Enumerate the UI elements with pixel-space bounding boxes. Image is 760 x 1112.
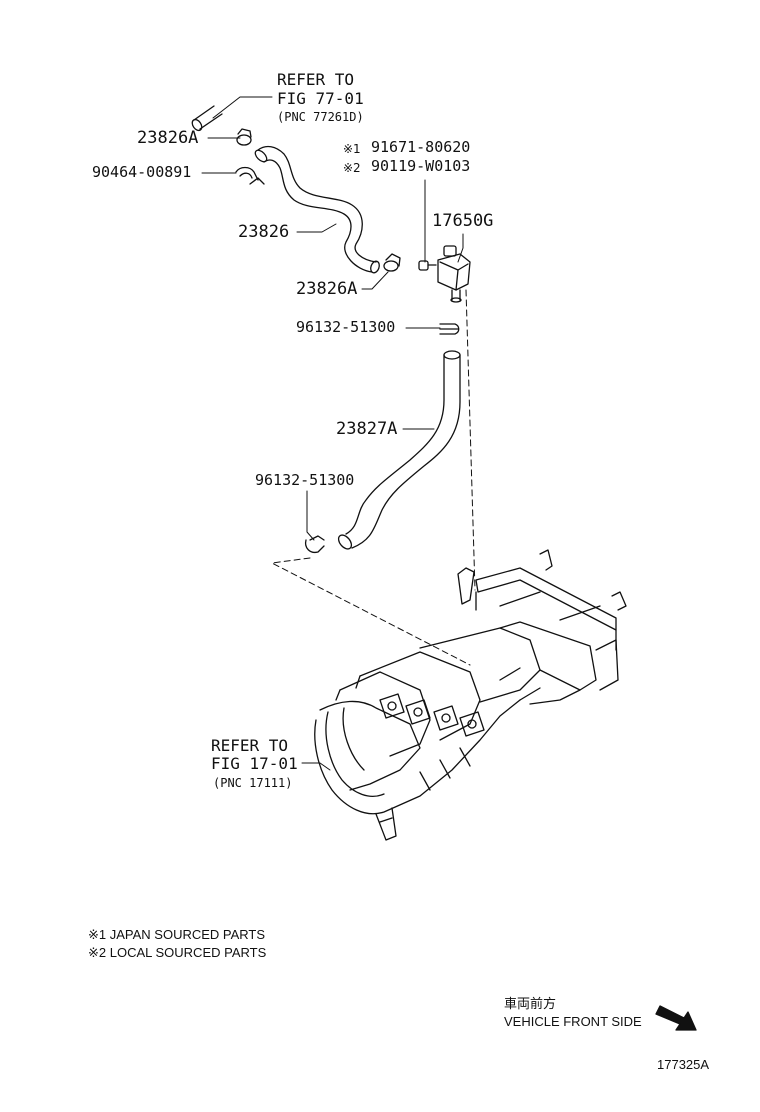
hose-23827a: [337, 350, 461, 550]
direction-label-en: VEHICLE FRONT SIDE: [504, 1014, 642, 1029]
note-local-sourced: ※2 LOCAL SOURCED PARTS: [88, 945, 267, 960]
screw-91671-80620: [418, 260, 437, 271]
label-clamp-96132-51300-a: 96132-51300: [296, 318, 396, 336]
clamp-96132-51300-b: [304, 535, 325, 554]
label-vsv-17650g: 17650G: [432, 211, 494, 231]
label-screw-90119-w0103: 90119-W0103: [371, 157, 471, 175]
label-screw-91671-80620: 91671-80620: [371, 138, 471, 156]
intake-manifold: [314, 549, 627, 841]
reference-bottom-line3: (PNC 17111): [213, 776, 293, 790]
dashed-lines: [271, 289, 476, 666]
front-direction-arrow: [655, 1005, 697, 1031]
reference-bottom-line1: REFER TO: [211, 736, 289, 755]
clamp-23826a-lower: [383, 253, 401, 272]
label-clip-90464-00891: 90464-00891: [92, 163, 192, 181]
label-hose-23826: 23826: [238, 222, 290, 242]
note-japan-sourced: ※1 JAPAN SOURCED PARTS: [88, 927, 266, 942]
vsv-17650g: [437, 245, 471, 303]
clamp-96132-51300-a: [439, 323, 460, 335]
leader-lines: [201, 96, 464, 771]
direction-label-jp: 車両前方: [504, 996, 557, 1011]
label-clamp-23826a-lower: 23826A: [296, 279, 358, 299]
label-clamp-23826a-top: 23826A: [137, 128, 199, 148]
reference-top-line2: FIG 77-01: [277, 89, 364, 108]
reference-bottom-line2: FIG 17-01: [211, 754, 298, 773]
clamp-23826a-top: [236, 128, 252, 146]
label-clamp-96132-51300-b: 96132-51300: [255, 471, 355, 489]
marker-japan-sourced: ※1: [343, 142, 361, 156]
reference-top-line1: REFER TO: [277, 70, 355, 89]
label-hose-23827a: 23827A: [336, 419, 398, 439]
figure-number: 177325A: [657, 1057, 710, 1072]
hose-23826: [191, 105, 380, 274]
marker-local-sourced: ※2: [343, 161, 361, 175]
clip-90464-00891: [235, 166, 265, 185]
reference-top-line3: (PNC 77261D): [277, 110, 364, 124]
